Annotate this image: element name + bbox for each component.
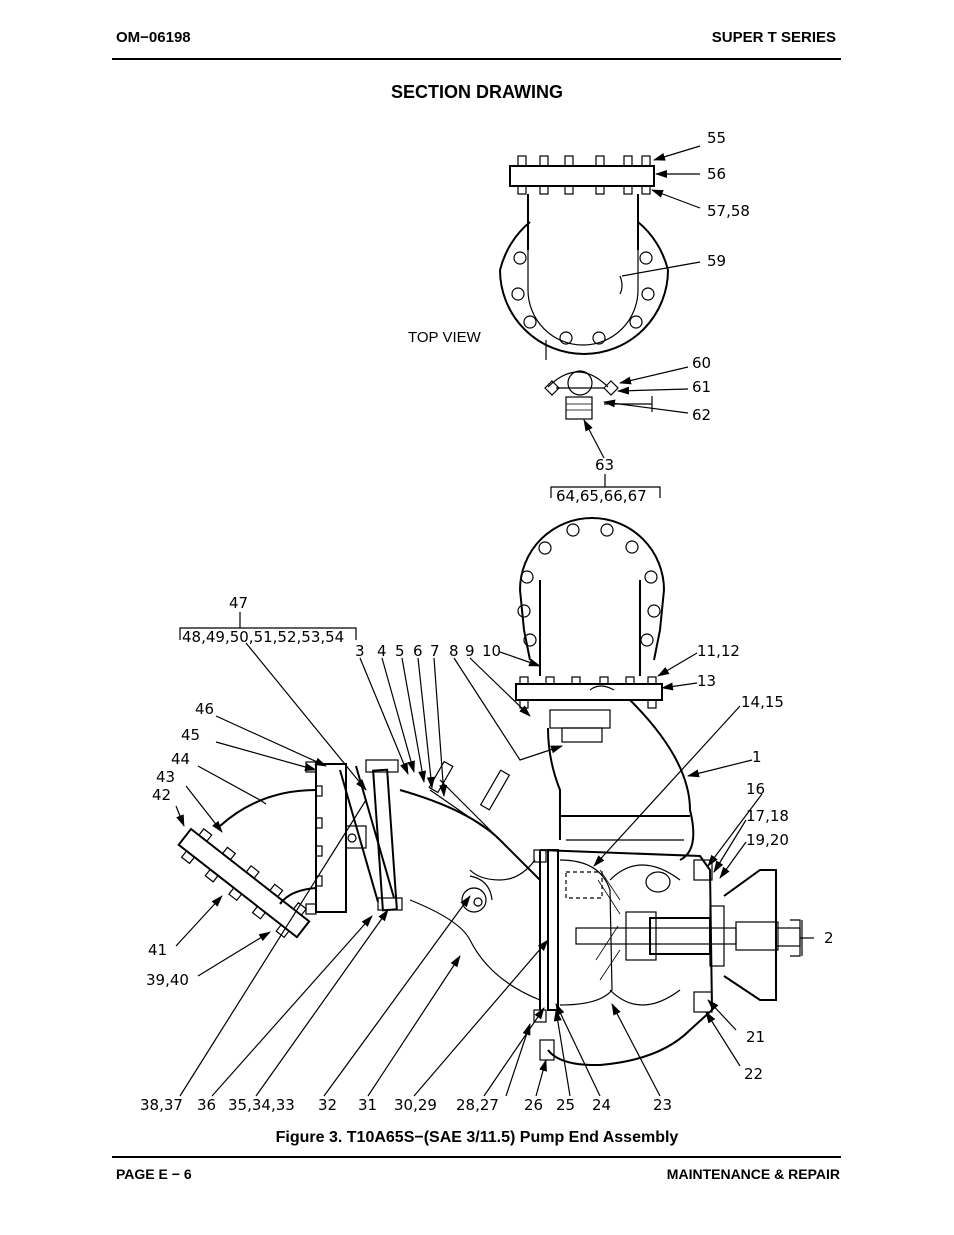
callout-60: 60 [692,354,711,372]
top-view-drawing [499,155,669,420]
callout-32: 32 [318,1096,337,1114]
callout-35-34-33: 35,34,33 [228,1096,295,1114]
top-view-label: TOP VIEW [408,329,481,346]
section-title: SECTION DRAWING [390,82,563,102]
callout-3: 3 [355,642,365,660]
callout-45: 45 [181,726,200,744]
callout-6: 6 [413,642,423,660]
document-number: OM−06198 [116,29,191,46]
page-number: PAGE E − 6 [116,1166,192,1182]
callout-22: 22 [744,1065,763,1083]
callout-38-37: 38,37 [140,1096,183,1114]
main-section-drawing [177,517,801,1067]
callout-36: 36 [197,1096,216,1114]
callout-9: 9 [465,642,475,660]
callout-16: 16 [746,780,765,798]
callout-28-27: 28,27 [456,1096,499,1114]
callout-46: 46 [195,700,214,718]
callout-5: 5 [395,642,405,660]
footer-rule [112,1156,841,1158]
callout-30-29: 30,29 [394,1096,437,1114]
callout-8: 8 [449,642,459,660]
callout-21: 21 [746,1028,765,1046]
callout-59: 59 [707,252,726,270]
series-title: SUPER T SERIES [711,29,836,46]
callout-43: 43 [156,768,175,786]
callout-13: 13 [697,672,716,690]
callout-44: 44 [171,750,190,768]
callout-25: 25 [556,1096,575,1114]
main-section-leaders [175,612,814,1097]
callout-63: 63 [595,456,614,474]
callout-57-58: 57,58 [707,202,750,220]
callout-42: 42 [152,786,171,804]
callout-62: 62 [692,406,711,424]
callout-11-12: 11,12 [697,642,740,660]
callout-24: 24 [592,1096,611,1114]
callout-10: 10 [482,642,501,660]
callout-64-67: 64,65,66,67 [556,487,647,505]
chapter-title: MAINTENANCE & REPAIR [666,1166,840,1182]
figure-caption: Figure 3. T10A65S−(SAE 3/11.5) Pump End … [275,1129,679,1146]
callout-56: 56 [707,165,726,183]
callout-48-54: 48,49,50,51,52,53,54 [182,628,344,646]
callout-17-18: 17,18 [746,807,789,825]
callout-4: 4 [377,642,387,660]
callout-19-20: 19,20 [746,831,789,849]
callout-55: 55 [707,129,726,147]
callout-61: 61 [692,378,711,396]
callout-14-15: 14,15 [741,693,784,711]
callout-47: 47 [229,594,248,612]
callout-26: 26 [524,1096,543,1114]
callout-7: 7 [430,642,440,660]
callout-23: 23 [653,1096,672,1114]
callout-1: 1 [752,748,762,766]
callout-2: 2 [824,929,834,947]
header-rule [112,58,841,60]
top-view-leaders [550,145,701,498]
callout-39-40: 39,40 [146,971,189,989]
callout-31: 31 [358,1096,377,1114]
callout-labels: 55 56 57,58 59 60 61 62 63 64,65,66,67 4… [140,129,834,1114]
callout-41: 41 [148,941,167,959]
